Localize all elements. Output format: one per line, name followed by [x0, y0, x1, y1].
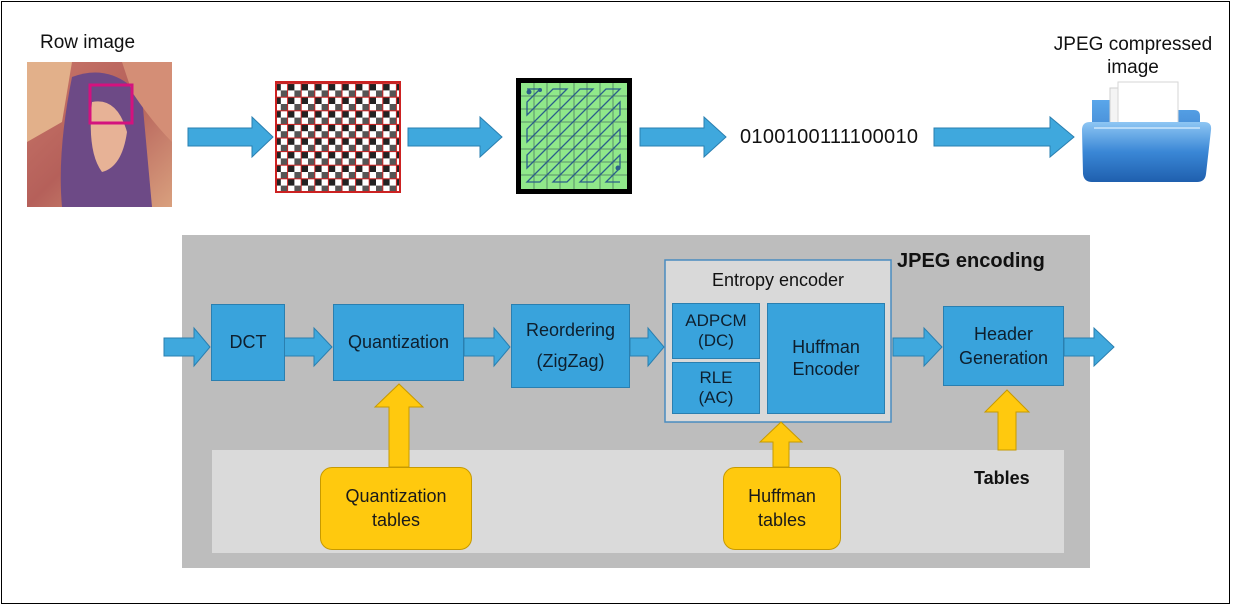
output-label-line2: image [1107, 56, 1159, 78]
output-label: JPEG compressed image [1040, 34, 1226, 80]
output-label-line1: JPEG compressed [1053, 34, 1213, 55]
pipeline-arrows [163, 326, 1115, 368]
encoder-title: JPEG encoding [897, 250, 1045, 272]
rle-label-line1: RLE [699, 367, 733, 387]
header-label-line2: Generation [958, 348, 1049, 368]
arrow-quant-to-reorder [463, 326, 511, 368]
huffman-encoder-block: Huffman Encoder [767, 303, 885, 414]
dct-coefficient-image [275, 81, 401, 193]
raw-image [27, 62, 172, 207]
arrow-huff-tables-up [758, 421, 804, 468]
arrow-dct-to-zigzag [407, 115, 503, 159]
table-feed-arrows [373, 383, 1031, 468]
zigzag-block-image [516, 78, 632, 194]
folder-icon [1082, 81, 1212, 182]
huffman-encoder-label-line2: Encoder [792, 358, 860, 379]
dct-block: DCT [211, 304, 285, 381]
quantization-tables-box: Quantization tables [320, 467, 472, 550]
header-label-line1: Header [973, 323, 1034, 344]
reordering-label-line2: (ZigZag) [536, 351, 605, 371]
top-flow-arrows [187, 115, 1075, 159]
huff-tables-line2: tables [757, 509, 807, 530]
arrow-out [1063, 326, 1115, 368]
rle-block: RLE (AC) [672, 362, 760, 414]
arrow-raw-to-dct [187, 115, 274, 159]
reordering-label-line1: Reordering [525, 320, 616, 341]
tables-label: Tables [974, 468, 1030, 488]
arrow-bits-to-folder [933, 115, 1075, 159]
adpcm-label-line1: ADPCM [685, 310, 747, 330]
header-generation-block: Header Generation [943, 306, 1064, 386]
dct-label: DCT [229, 332, 267, 353]
bitstream-text: 0100100111100010 [740, 126, 919, 148]
arrow-reorder-to-entropy [629, 326, 665, 368]
huffman-tables-box: Huffman tables [723, 467, 841, 550]
quant-tables-line2: tables [371, 509, 421, 530]
huff-tables-line1: Huffman [748, 486, 816, 507]
arrow-quant-tables-up [373, 383, 425, 468]
arrow-in [163, 326, 211, 368]
adpcm-block: ADPCM (DC) [672, 303, 760, 359]
reordering-block: Reordering (ZigZag) [511, 304, 630, 388]
arrow-dct-to-quant [283, 326, 333, 368]
adpcm-label-line2: (DC) [698, 331, 734, 350]
entropy-encoder-title: Entropy encoder [711, 270, 845, 290]
quantization-label: Quantization [347, 332, 450, 353]
raw-image-label: Row image [40, 32, 136, 53]
arrow-entropy-to-header [892, 326, 943, 368]
rle-label-line2: (AC) [698, 388, 734, 407]
arrow-header-tables-up [983, 389, 1031, 451]
quant-tables-line1: Quantization [345, 486, 447, 507]
quantization-block: Quantization [333, 304, 464, 381]
arrow-zigzag-to-bits [639, 115, 727, 159]
huffman-encoder-label-line1: Huffman [792, 336, 860, 357]
